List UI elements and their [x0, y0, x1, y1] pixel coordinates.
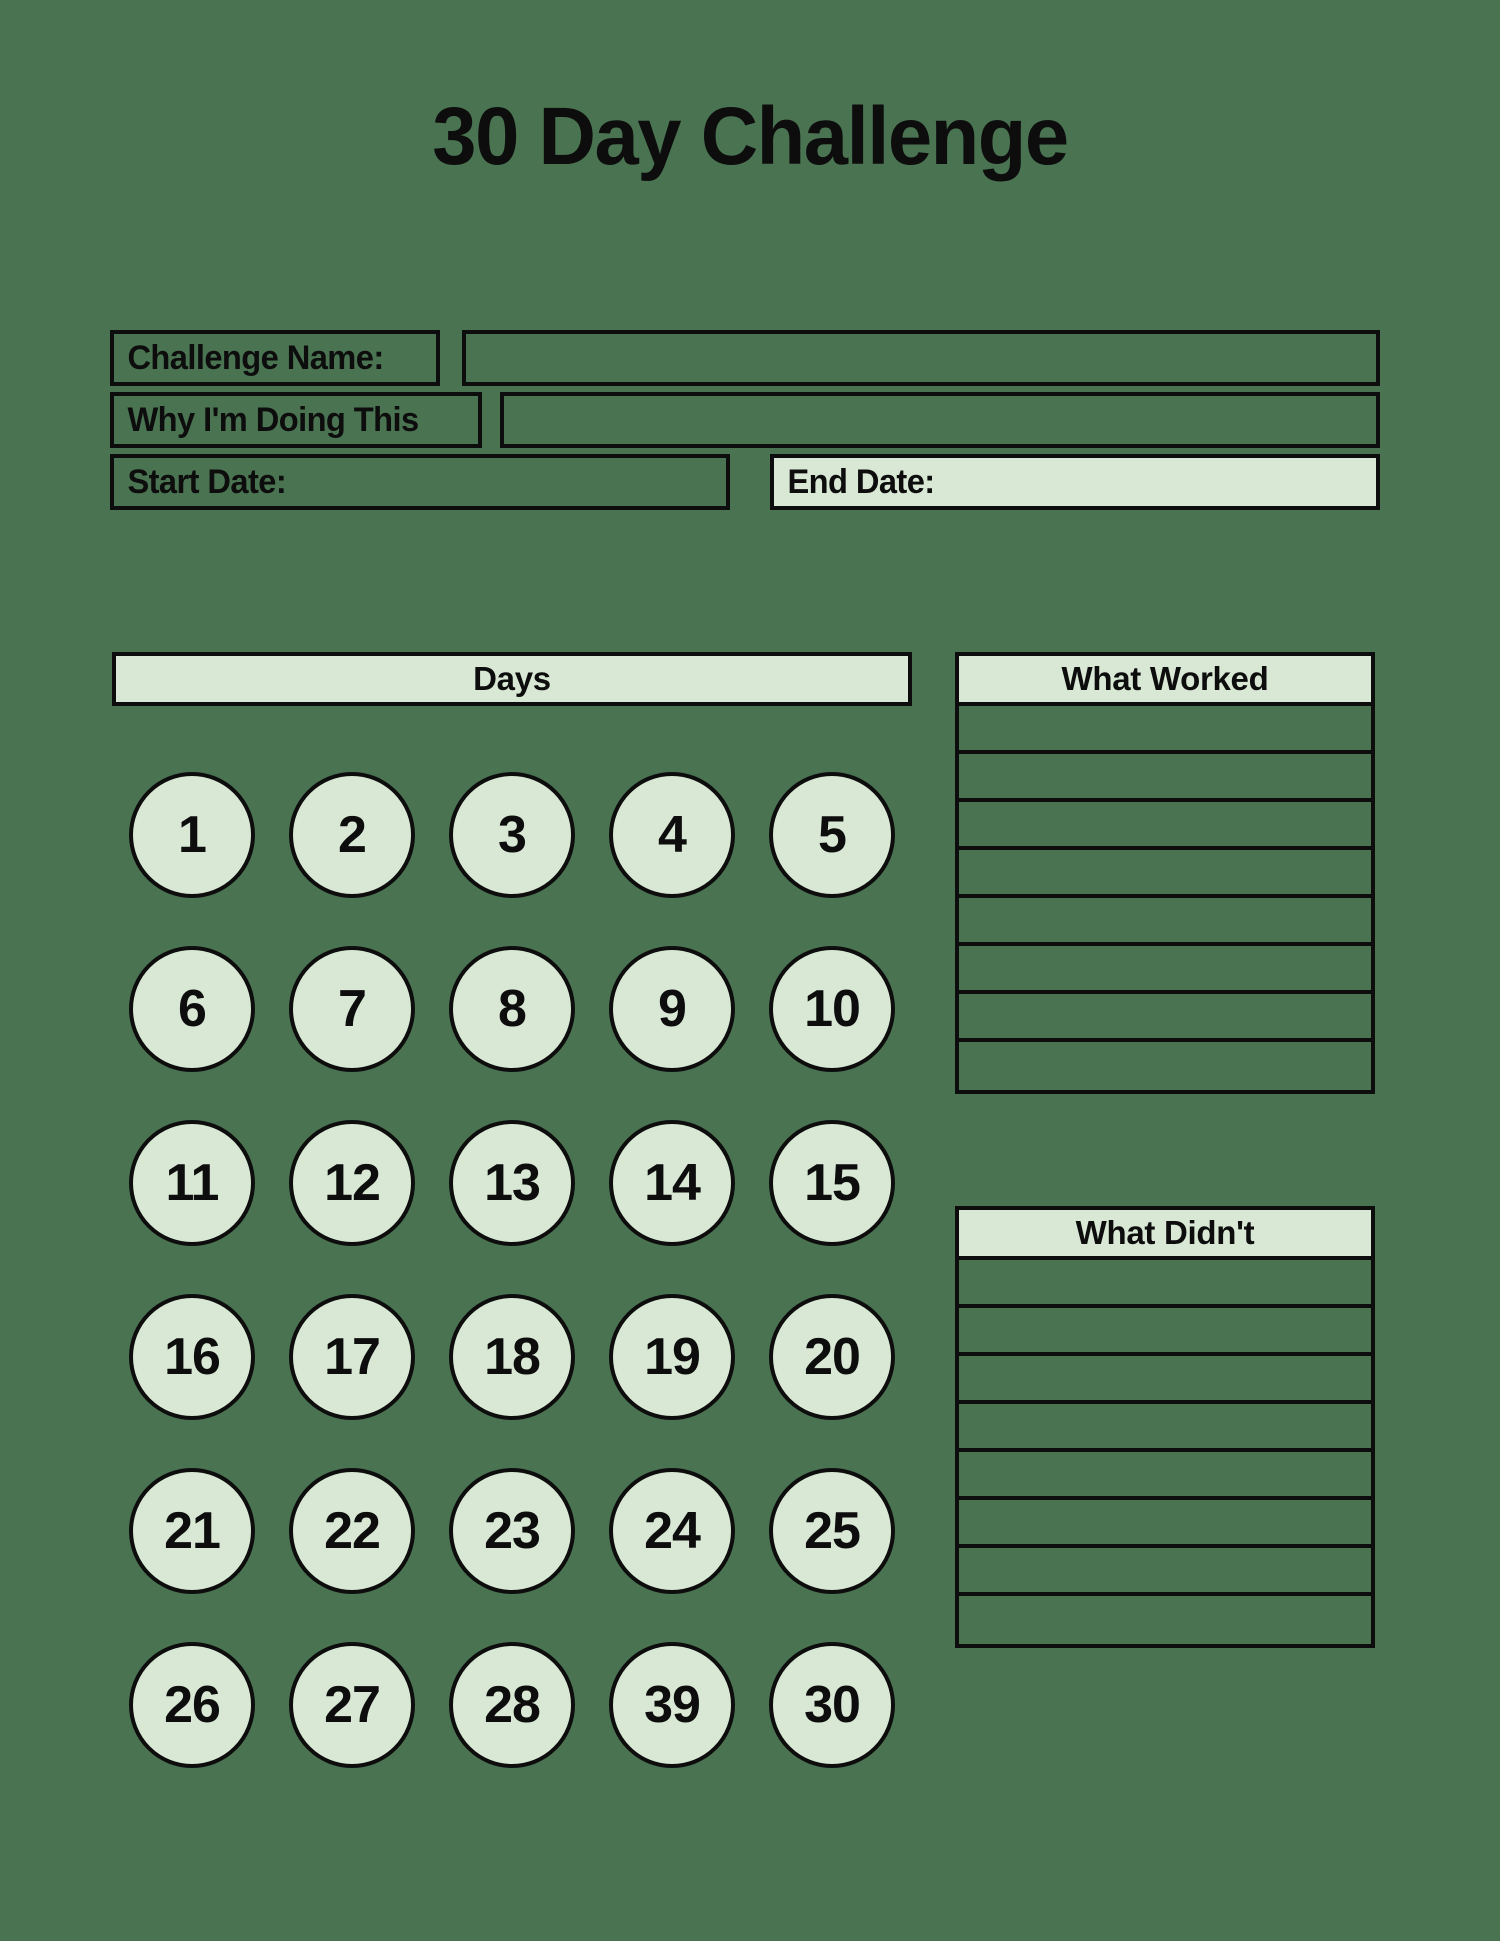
day-circle[interactable]: 13 [449, 1120, 575, 1246]
note-line[interactable] [959, 1260, 1371, 1308]
challenge-form: Challenge Name: Why I'm Doing This Start… [110, 330, 1380, 516]
why-doing-this-input[interactable] [500, 392, 1380, 448]
day-circle[interactable]: 1 [129, 772, 255, 898]
note-line[interactable] [959, 1308, 1371, 1356]
note-line[interactable] [959, 1452, 1371, 1500]
why-doing-this-label: Why I'm Doing This [127, 400, 419, 439]
note-line[interactable] [959, 1548, 1371, 1596]
day-circle[interactable]: 10 [769, 946, 895, 1072]
why-doing-this-label-box: Why I'm Doing This [110, 392, 482, 448]
challenge-name-input[interactable] [462, 330, 1380, 386]
days-panel-header: Days [112, 652, 912, 706]
day-circle[interactable]: 27 [289, 1642, 415, 1768]
page-title: 30 Day Challenge [432, 91, 1069, 182]
note-line[interactable] [959, 1356, 1371, 1404]
note-line[interactable] [959, 898, 1371, 946]
day-circle[interactable]: 16 [129, 1294, 255, 1420]
day-circle[interactable]: 28 [449, 1642, 575, 1768]
what-didnt-lines [955, 1260, 1375, 1648]
end-date-label: End Date: [787, 462, 935, 501]
day-circle[interactable]: 25 [769, 1468, 895, 1594]
day-circle[interactable]: 6 [129, 946, 255, 1072]
day-circle[interactable]: 7 [289, 946, 415, 1072]
end-date-field[interactable]: End Date: [770, 454, 1380, 510]
note-line[interactable] [959, 946, 1371, 994]
note-line[interactable] [959, 1500, 1371, 1548]
day-circle[interactable]: 14 [609, 1120, 735, 1246]
day-circle[interactable]: 4 [609, 772, 735, 898]
note-line[interactable] [959, 1404, 1371, 1452]
form-row-challenge-name: Challenge Name: [110, 330, 1380, 386]
note-line[interactable] [959, 994, 1371, 1042]
day-circle[interactable]: 20 [769, 1294, 895, 1420]
day-circle[interactable]: 2 [289, 772, 415, 898]
day-circle[interactable]: 22 [289, 1468, 415, 1594]
note-line[interactable] [959, 850, 1371, 898]
what-worked-lines [955, 706, 1375, 1094]
day-circle[interactable]: 3 [449, 772, 575, 898]
start-date-label: Start Date: [127, 462, 287, 501]
day-circle[interactable]: 19 [609, 1294, 735, 1420]
day-circle[interactable]: 5 [769, 772, 895, 898]
start-date-field[interactable]: Start Date: [110, 454, 730, 510]
note-line[interactable] [959, 802, 1371, 850]
form-row-why-doing-this: Why I'm Doing This [110, 392, 1380, 448]
what-worked-panel: What Worked [955, 652, 1375, 1094]
challenge-name-label-box: Challenge Name: [110, 330, 440, 386]
what-didnt-header: What Didn't [955, 1206, 1375, 1260]
day-circle[interactable]: 24 [609, 1468, 735, 1594]
day-circle[interactable]: 26 [129, 1642, 255, 1768]
day-circle[interactable]: 18 [449, 1294, 575, 1420]
day-circle[interactable]: 21 [129, 1468, 255, 1594]
what-didnt-panel: What Didn't [955, 1206, 1375, 1648]
note-line[interactable] [959, 1596, 1371, 1644]
what-worked-header: What Worked [955, 652, 1375, 706]
challenge-name-label: Challenge Name: [127, 338, 384, 377]
form-row-dates: Start Date: End Date: [110, 454, 1380, 510]
day-circle[interactable]: 8 [449, 946, 575, 1072]
day-circle[interactable]: 23 [449, 1468, 575, 1594]
note-line[interactable] [959, 754, 1371, 802]
day-circle[interactable]: 11 [129, 1120, 255, 1246]
note-line[interactable] [959, 1042, 1371, 1090]
day-circle[interactable]: 39 [609, 1642, 735, 1768]
day-circle[interactable]: 17 [289, 1294, 415, 1420]
note-line[interactable] [959, 706, 1371, 754]
day-circle[interactable]: 30 [769, 1642, 895, 1768]
day-circle[interactable]: 15 [769, 1120, 895, 1246]
day-circle[interactable]: 12 [289, 1120, 415, 1246]
day-circle[interactable]: 9 [609, 946, 735, 1072]
